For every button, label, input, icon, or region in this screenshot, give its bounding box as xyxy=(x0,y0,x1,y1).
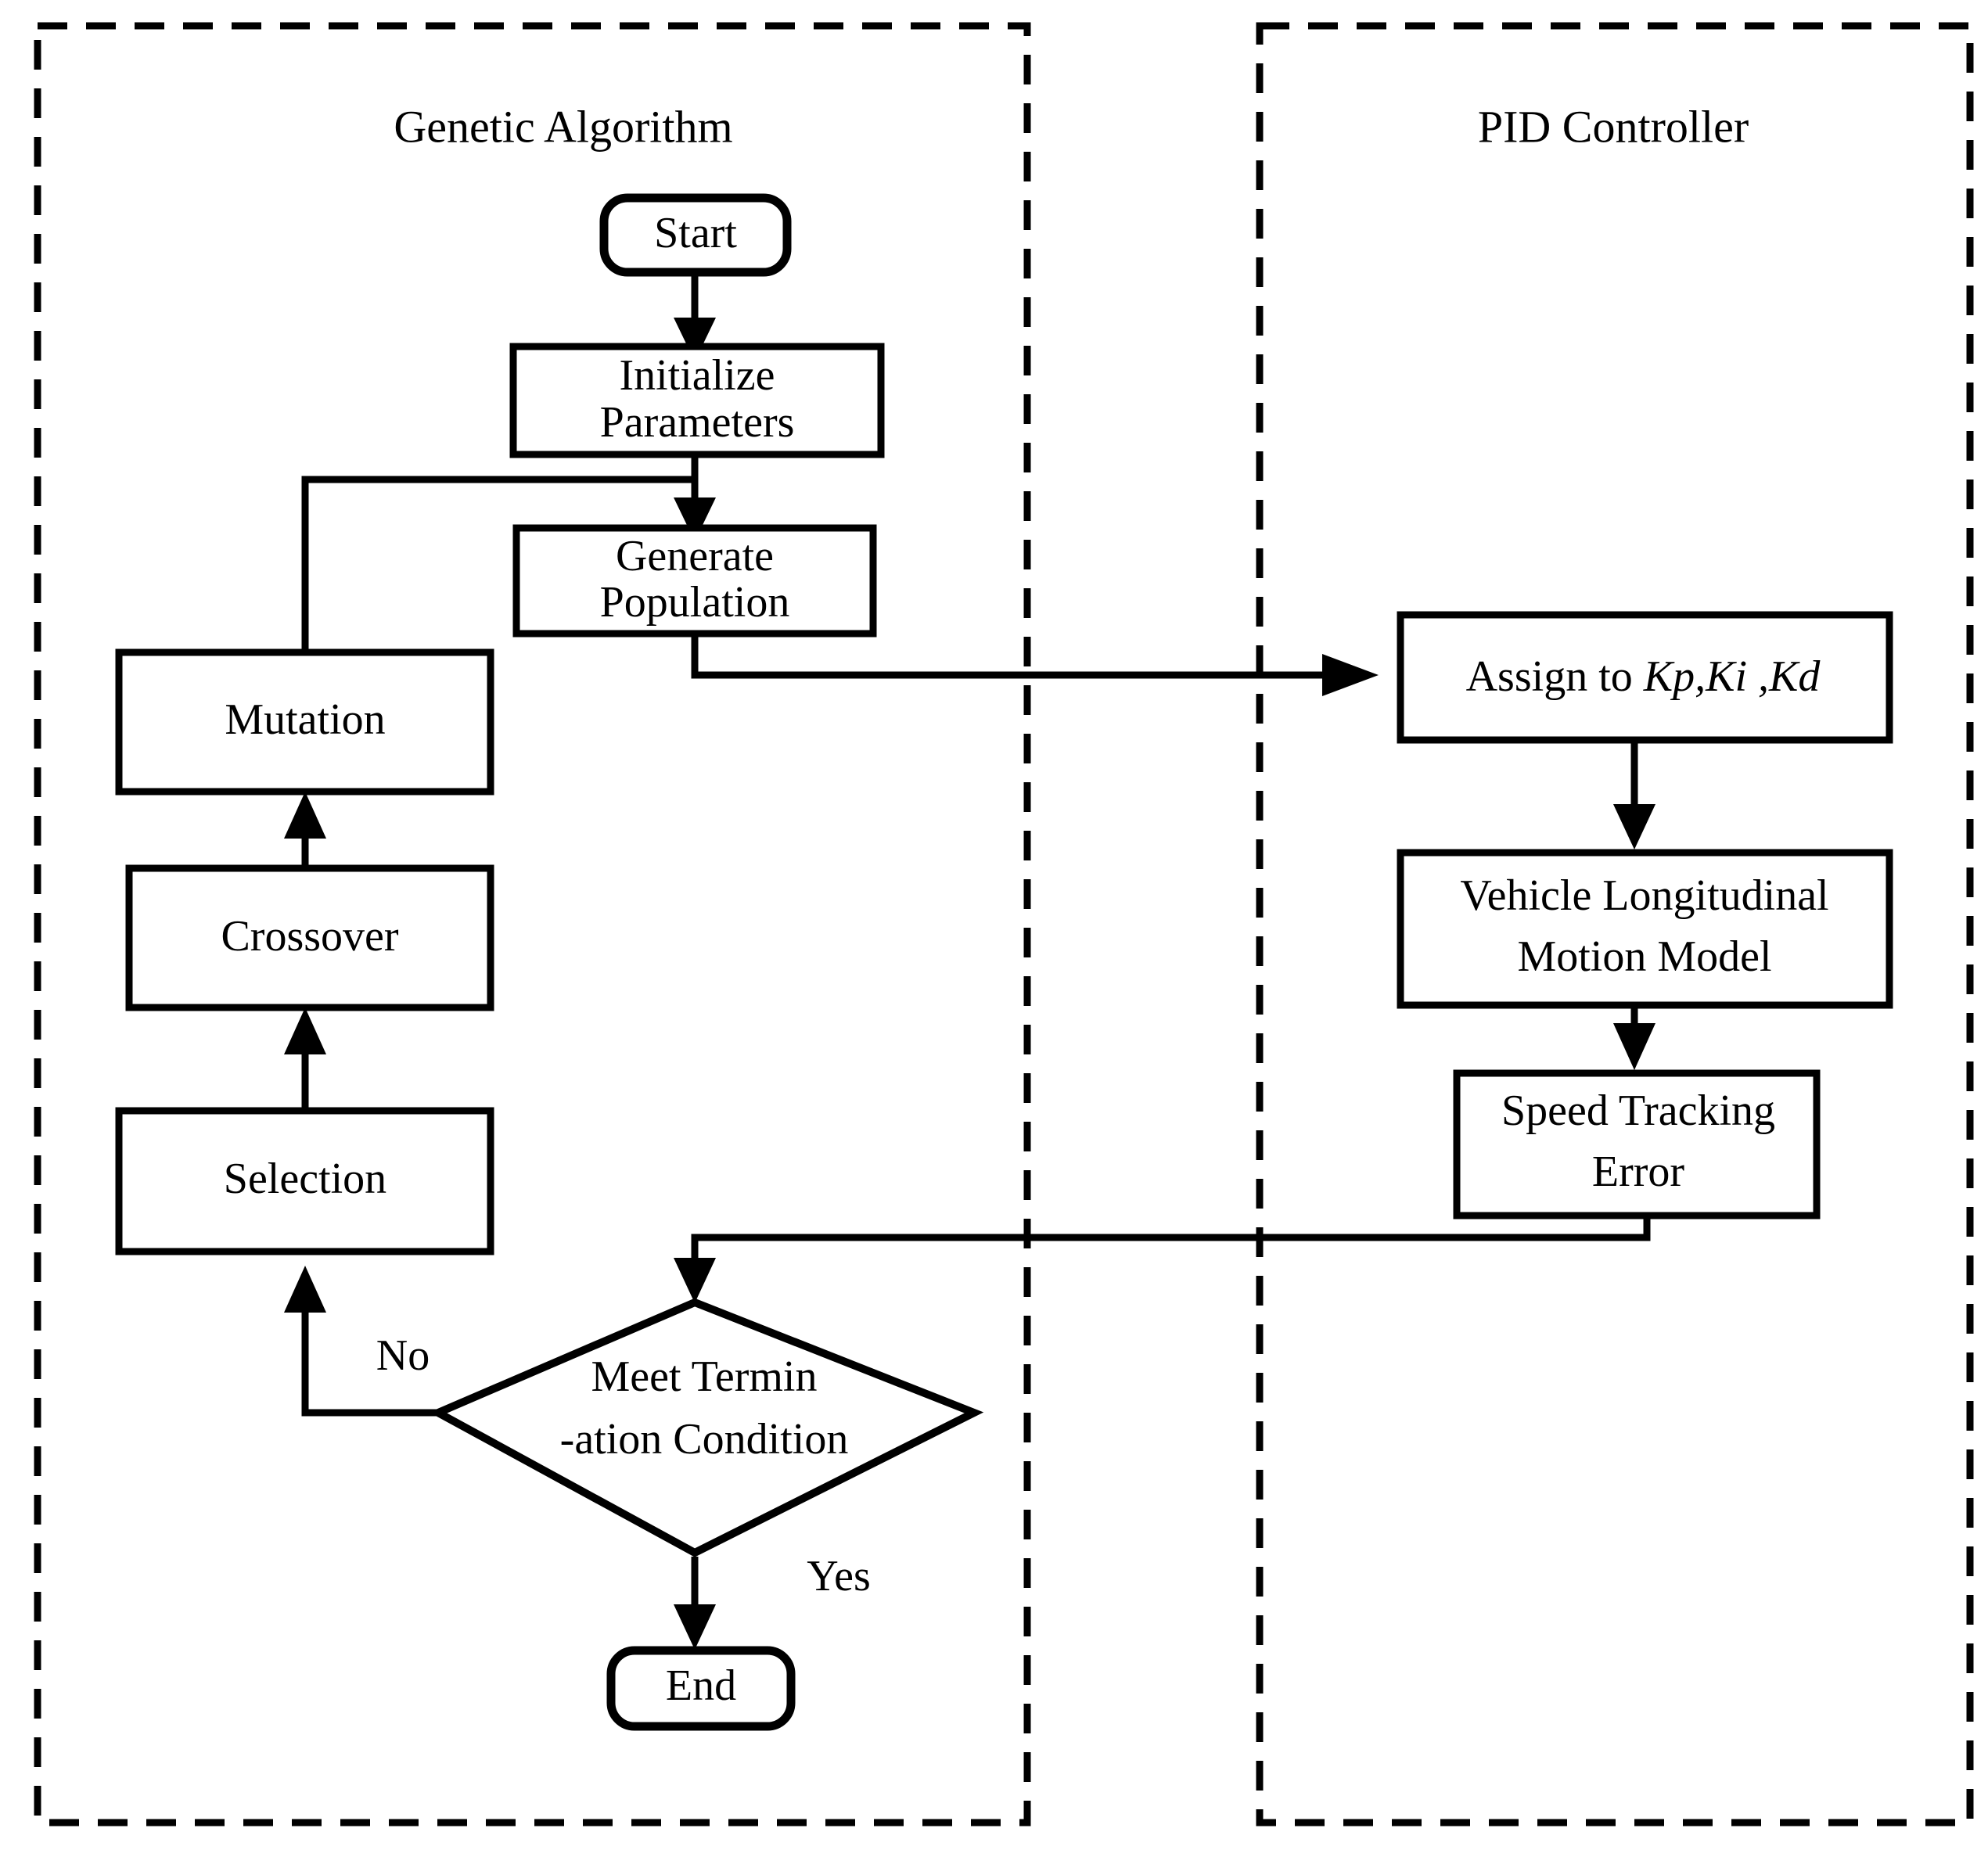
connector-decision-yes-to-end xyxy=(674,1557,716,1650)
node-assign-gains-symbols: Kp,Ki ,Kd xyxy=(1643,652,1821,701)
edge-label-no: No xyxy=(376,1331,430,1380)
node-generate-population-line2: Population xyxy=(600,578,790,627)
connector-initialize-to-mutation xyxy=(301,476,695,653)
node-mutation[interactable]: Mutation xyxy=(115,648,494,796)
panel-genetic-algorithm xyxy=(34,22,1031,1826)
node-decision-line2: -ation Condition xyxy=(560,1415,849,1464)
node-selection[interactable]: Selection xyxy=(115,1107,494,1255)
node-vehicle-motion-model-line1: Vehicle Longitudinal xyxy=(1460,871,1828,920)
panel-title-pid-controller: PID Controller xyxy=(1478,101,1749,152)
node-generate-population[interactable]: Generate Population xyxy=(512,524,877,638)
node-generate-population-line1: Generate xyxy=(616,532,774,580)
connector-assign-to-vehicle xyxy=(1613,740,1655,849)
node-assign-gains-label: Assign to Kp,Ki ,Kd xyxy=(1466,652,1821,701)
connector-generate-to-assign xyxy=(691,630,1379,696)
node-assign-gains[interactable]: Assign to Kp,Ki ,Kd xyxy=(1397,611,1893,744)
node-initialize-parameters[interactable]: Initialize Parameters xyxy=(509,343,885,458)
connector-selection-to-crossover xyxy=(284,1008,326,1112)
node-speed-tracking-error-line1: Speed Tracking xyxy=(1501,1087,1775,1135)
node-vehicle-motion-model-line2: Motion Model xyxy=(1517,932,1771,981)
node-initialize-parameters-line2: Parameters xyxy=(600,398,795,447)
node-mutation-label: Mutation xyxy=(225,695,385,744)
panel-pid-controller xyxy=(1256,22,1974,1826)
node-end-label: End xyxy=(666,1661,736,1710)
node-selection-label: Selection xyxy=(224,1155,386,1203)
node-initialize-parameters-line1: Initialize xyxy=(619,351,775,400)
panel-title-genetic-algorithm: Genetic Algorithm xyxy=(394,101,732,152)
node-assign-gains-prefix: Assign to xyxy=(1466,652,1644,701)
connector-vehicle-to-error xyxy=(1613,1005,1655,1070)
connector-start-to-initialize xyxy=(674,270,716,361)
node-decision-line1: Meet Termin xyxy=(591,1352,818,1401)
node-decision-termination[interactable]: Meet Termin -ation Condition xyxy=(429,1298,984,1557)
node-speed-tracking-error[interactable]: Speed Tracking Error xyxy=(1453,1069,1821,1219)
node-vehicle-motion-model[interactable]: Vehicle Longitudinal Motion Model xyxy=(1397,849,1893,1009)
connector-error-to-decision xyxy=(674,1216,1651,1303)
node-speed-tracking-error-line2: Error xyxy=(1592,1148,1685,1196)
node-crossover-label: Crossover xyxy=(221,912,398,961)
connector-decision-no-to-selection xyxy=(284,1266,438,1417)
node-crossover[interactable]: Crossover xyxy=(125,864,494,1011)
node-start-label: Start xyxy=(654,209,737,257)
edge-label-yes: Yes xyxy=(807,1552,870,1600)
node-end[interactable]: End xyxy=(606,1646,796,1731)
node-start[interactable]: Start xyxy=(599,193,792,277)
